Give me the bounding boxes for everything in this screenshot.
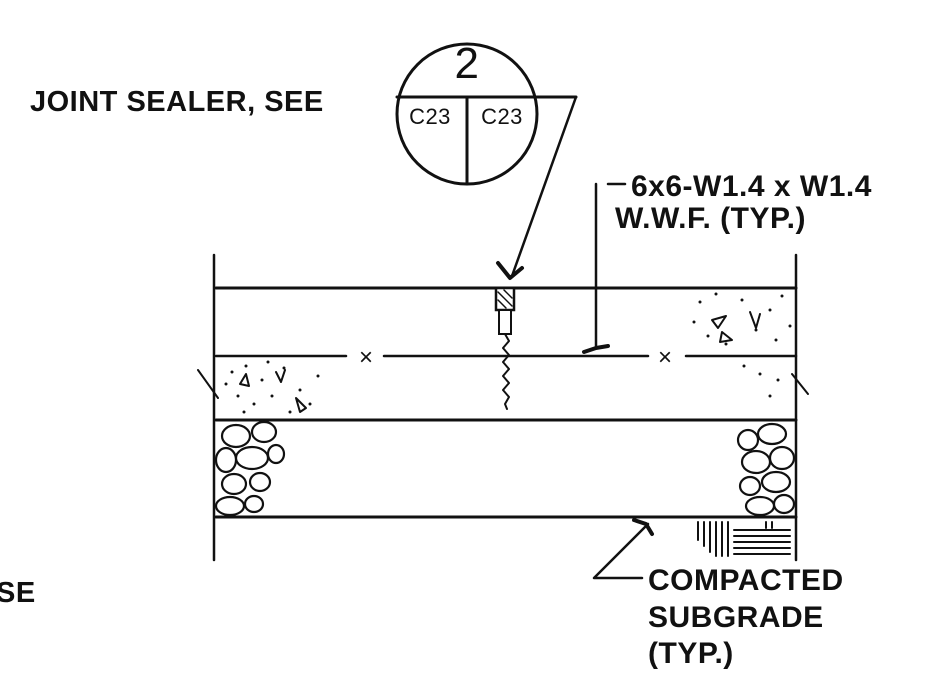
wwf-label-line1: 6x6-W1.4 x W1.4 bbox=[631, 170, 872, 203]
svg-text:×: × bbox=[658, 344, 672, 371]
wwf-label-line2: W.W.F. (TYP.) bbox=[615, 202, 806, 235]
joint-sealer-leader bbox=[496, 95, 578, 280]
sheet-ref-right: C23 bbox=[481, 104, 523, 129]
subgrade-label-line3: (TYP.) bbox=[648, 637, 734, 670]
joint-sealant bbox=[494, 286, 516, 410]
joint-sealer-label: JOINT SEALER, SEE bbox=[30, 86, 324, 118]
detail-number: 2 bbox=[455, 39, 480, 88]
aggregate-marks-right bbox=[711, 311, 809, 395]
concrete-hatch-left bbox=[224, 360, 320, 414]
detail-callout-bubble bbox=[395, 42, 578, 186]
svg-text:×: × bbox=[359, 344, 373, 371]
subgrade-hatch bbox=[697, 521, 791, 557]
sheet-ref-left: C23 bbox=[409, 104, 451, 129]
aggregate-marks-left bbox=[197, 369, 307, 413]
gravel-base-left bbox=[214, 420, 286, 517]
cut-off-label: SE bbox=[0, 577, 36, 609]
gravel-base-right bbox=[736, 422, 796, 517]
subgrade-label-line2: SUBGRADE bbox=[648, 601, 824, 634]
wwf-leader bbox=[582, 182, 627, 354]
subgrade-leader bbox=[592, 518, 654, 580]
concrete-hatch-right bbox=[692, 292, 792, 398]
subgrade-label-line1: COMPACTED bbox=[648, 564, 844, 597]
